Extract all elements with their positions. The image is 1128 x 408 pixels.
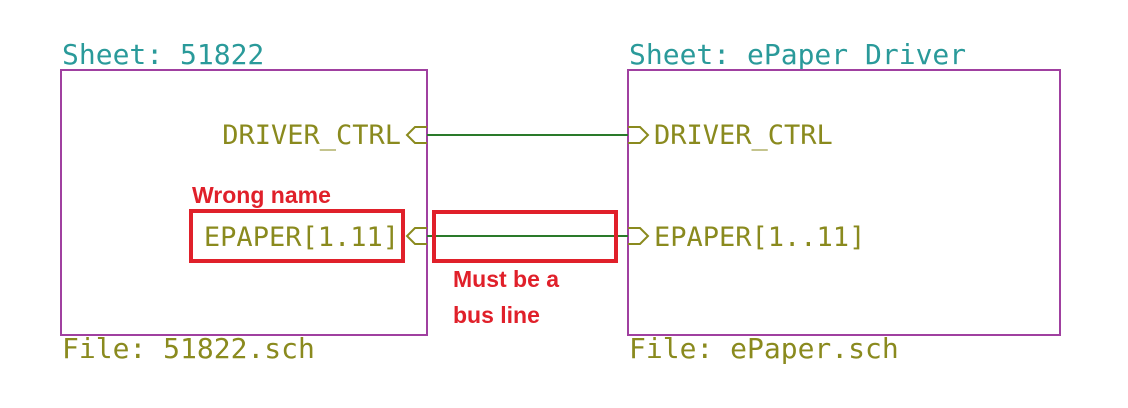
- sheet-51822-name: Sheet: 51822: [62, 38, 264, 71]
- sheet-epaper-driver-pin-epaper-marker: [628, 227, 650, 245]
- sheet-51822-pin-driver-ctrl: DRIVER_CTRL: [222, 120, 401, 151]
- sheet-51822-pin-epaper-marker: [405, 227, 427, 245]
- annotation-bus-line-2: bus line: [453, 302, 540, 328]
- sheet-epaper-driver-box[interactable]: [627, 69, 1061, 336]
- sheet-51822-pin-epaper: EPAPER[1.11]: [204, 222, 399, 253]
- annotation-wrong-name: Wrong name: [192, 182, 331, 208]
- sheet-epaper-driver-pin-driver-ctrl: DRIVER_CTRL: [654, 120, 833, 151]
- sheet-51822-box[interactable]: [60, 69, 428, 336]
- sheet-epaper-driver-name: Sheet: ePaper Driver: [629, 38, 966, 71]
- sheet-51822: Sheet: 51822 File: 51822.sch DRIVER_CTRL…: [60, 38, 428, 365]
- sheet-51822-pin-driver-ctrl-marker: [405, 126, 427, 144]
- sheet-epaper-driver-pin-epaper: EPAPER[1..11]: [654, 222, 865, 253]
- annotation-bus-line-1: Must be a: [453, 266, 559, 292]
- sheet-epaper-driver-pin-driver-ctrl-marker: [628, 126, 650, 144]
- annotation-bus-line-box: [432, 210, 618, 263]
- sheet-epaper-driver-file: File: ePaper.sch: [629, 332, 899, 365]
- sheet-51822-file: File: 51822.sch: [62, 332, 315, 365]
- annotations: Wrong name Must be a bus line: [189, 182, 618, 328]
- sheet-epaper-driver: Sheet: ePaper Driver File: ePaper.sch DR…: [627, 38, 1061, 365]
- annotation-wrong-name-box: [189, 209, 405, 263]
